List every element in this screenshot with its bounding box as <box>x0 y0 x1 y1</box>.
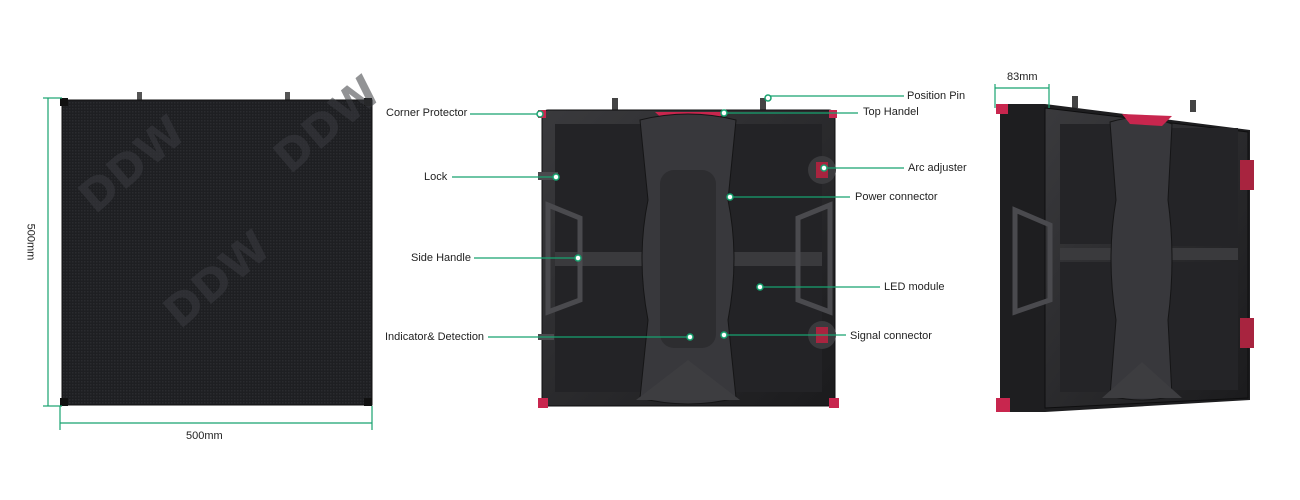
callout-side-handle: Side Handle <box>411 252 471 264</box>
front-panel: DDW DDW DDW <box>60 66 390 406</box>
callout-top-handel: Top Handel <box>863 106 919 118</box>
height-dimension-line <box>43 97 62 407</box>
callout-dots <box>536 94 828 341</box>
depth-dimension-line <box>994 84 1050 108</box>
angled-panel <box>996 96 1254 412</box>
width-dimension-label: 500mm <box>186 430 223 442</box>
depth-dimension-label: 83mm <box>1007 71 1038 83</box>
callout-arc-adjuster: Arc adjuster <box>908 162 967 174</box>
callout-signal-connector: Signal connector <box>850 330 932 342</box>
callout-led-module: LED module <box>884 281 945 293</box>
callout-lines <box>452 95 904 338</box>
callout-indicator-detection: Indicator& Detection <box>385 331 485 343</box>
width-dimension-line <box>59 406 373 430</box>
callout-corner-protector: Corner Protector <box>386 107 468 119</box>
callout-position-pin: Position Pin <box>907 90 966 102</box>
callout-lock: Lock <box>424 171 448 183</box>
callout-power-connector: Power connector <box>855 191 938 203</box>
height-dimension-label: 500mm <box>24 223 37 261</box>
back-panel <box>538 98 839 408</box>
